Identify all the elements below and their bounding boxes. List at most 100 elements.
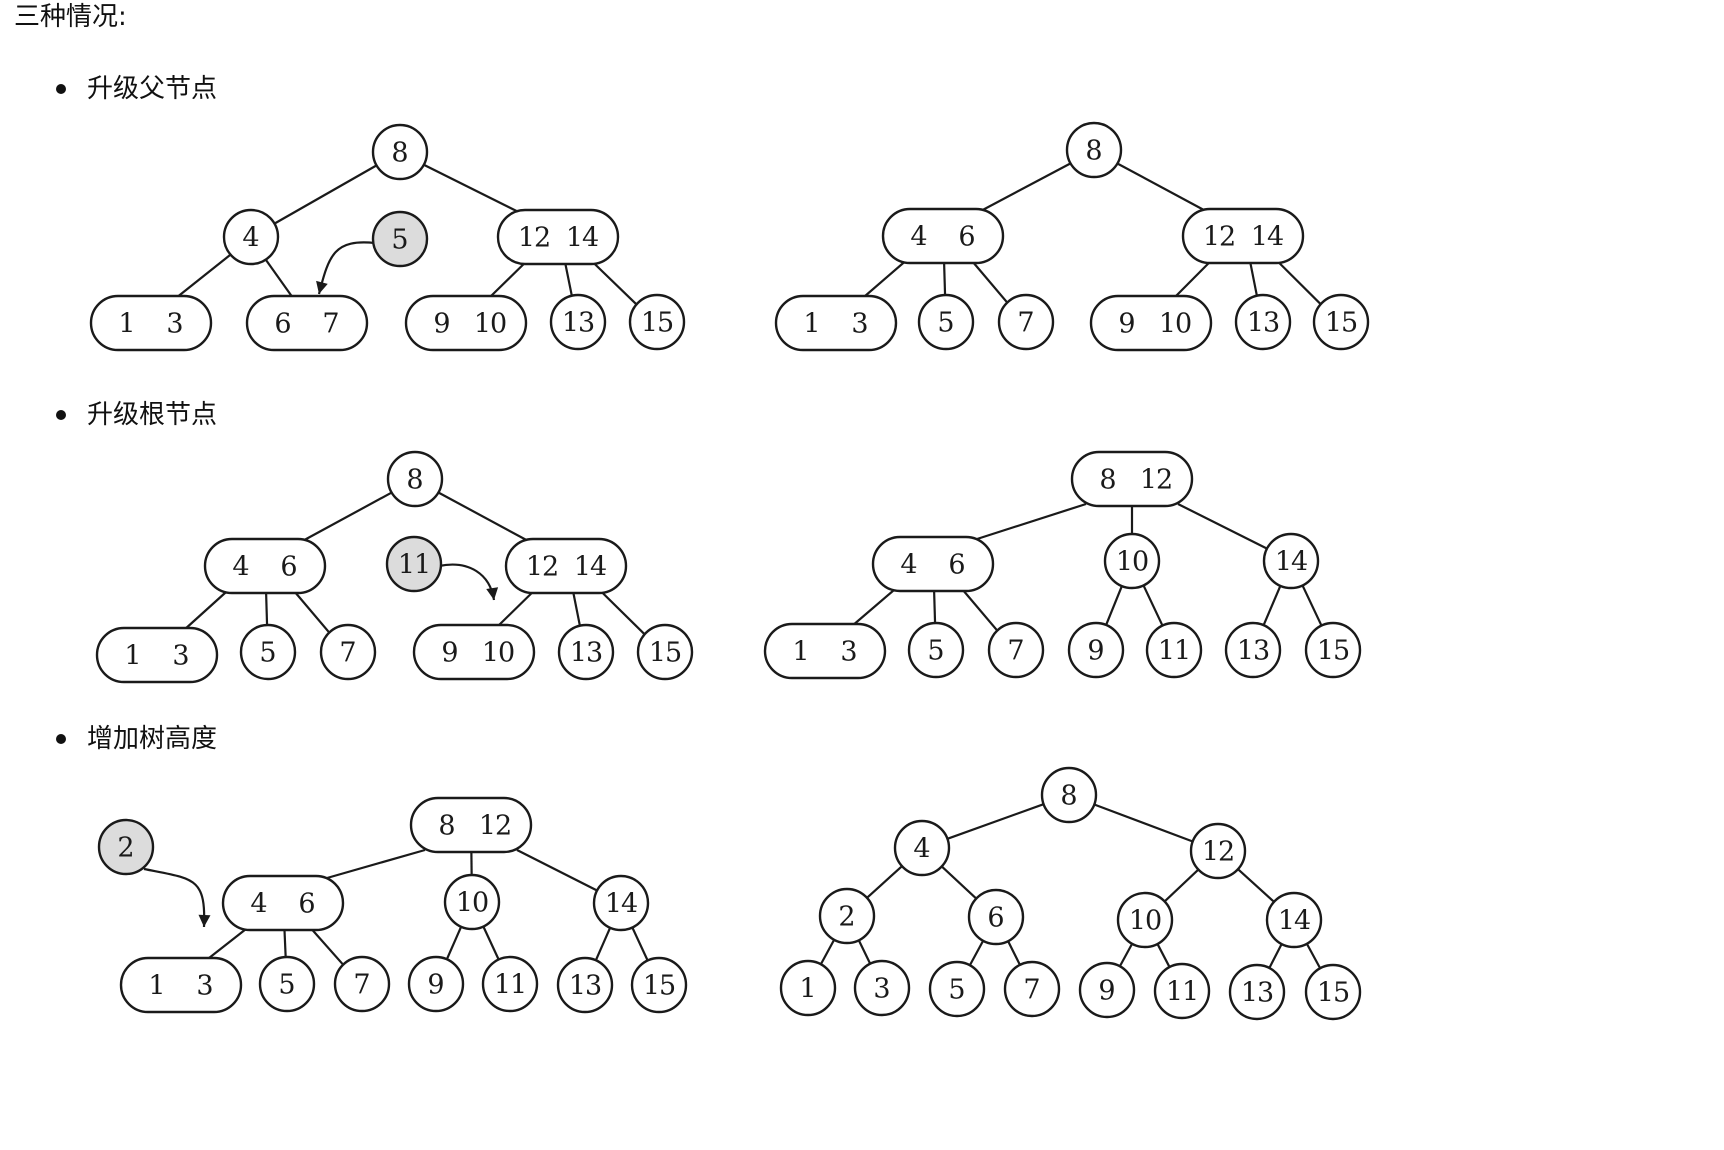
- node-key: 1: [799, 974, 816, 1005]
- tree-node-9: 9: [1078, 961, 1136, 1019]
- tree-edge: [1268, 943, 1283, 969]
- node-pill: [504, 537, 628, 595]
- tree-node-13: 13: [1224, 621, 1282, 679]
- section-label-text: 升级父节点: [87, 74, 218, 104]
- tree-node-7: 7: [987, 621, 1045, 679]
- tree-edge: [183, 590, 228, 631]
- node-key: 6: [958, 222, 975, 253]
- node-key: 14: [566, 223, 598, 254]
- node-key: 10: [1116, 547, 1148, 578]
- node-circle: [407, 955, 465, 1013]
- node-key: 7: [1007, 636, 1024, 667]
- node-key: 12: [1202, 837, 1234, 868]
- node-key: 5: [927, 636, 944, 667]
- node-key: 8: [438, 811, 455, 842]
- bullet-icon: [56, 84, 66, 94]
- node-key: 1: [124, 641, 141, 672]
- tree-node-10: 10: [443, 873, 501, 931]
- tree-edge: [1116, 162, 1207, 212]
- tree-node-5: 5: [371, 210, 429, 268]
- bullet-icon: [56, 410, 66, 420]
- node-key: 12: [1140, 465, 1172, 496]
- node-key: 12: [518, 223, 550, 254]
- tree-edge: [968, 940, 985, 966]
- node-key: 9: [441, 638, 458, 669]
- node-circle: [917, 293, 975, 351]
- node-key: 14: [1275, 547, 1307, 578]
- node-circle: [893, 819, 951, 877]
- node-key: 9: [1087, 636, 1104, 667]
- tree-edge: [283, 927, 287, 958]
- node-circle: [222, 208, 280, 266]
- node-key: 1: [118, 309, 135, 340]
- tree-node-12-14: 12 14: [496, 208, 620, 266]
- tree-edge: [205, 927, 248, 961]
- node-key: 13: [1247, 308, 1279, 339]
- insert-arrow: [438, 563, 496, 601]
- node-pill: [871, 535, 995, 593]
- tree-node-15: 15: [628, 293, 686, 351]
- node-key: 9: [427, 970, 444, 1001]
- tree-node-2: 2: [97, 818, 155, 876]
- tree-edge: [947, 803, 1044, 840]
- tree-edge: [326, 848, 426, 880]
- tree-edge: [496, 590, 535, 628]
- insert-arrow: [143, 867, 206, 928]
- tree-edge: [1093, 803, 1194, 843]
- tree-edge: [1262, 585, 1282, 626]
- node-circle: [549, 293, 607, 351]
- tree-edge: [1301, 584, 1323, 627]
- tree-node-15: 15: [1304, 963, 1362, 1021]
- tree-edge: [594, 927, 612, 961]
- node-circle: [636, 623, 694, 681]
- node-circle: [628, 293, 686, 351]
- section-label-promote-parent: 升级父节点: [56, 72, 217, 106]
- tree-node-13: 13: [1234, 293, 1292, 351]
- tree-edge: [862, 260, 907, 299]
- node-pill: [409, 796, 533, 854]
- node-circle: [987, 621, 1045, 679]
- tree-edge: [1142, 584, 1164, 627]
- node-key: 6: [298, 889, 315, 920]
- tree-edge: [264, 258, 294, 299]
- node-key: 7: [353, 970, 370, 1001]
- tree-node-1: 1: [779, 959, 837, 1017]
- node-key: 1: [148, 971, 165, 1002]
- node-key: 14: [1278, 906, 1310, 937]
- node-key: 8: [391, 138, 408, 169]
- tree-node-10: 10: [1116, 891, 1174, 949]
- node-key: 15: [1317, 636, 1349, 667]
- node-key: 7: [1017, 308, 1034, 339]
- tree-node-13: 13: [556, 956, 614, 1014]
- tree-node-13: 13: [1228, 963, 1286, 1021]
- node-key: 10: [474, 309, 506, 340]
- node-key: 7: [339, 638, 356, 669]
- tree-edge: [1007, 940, 1021, 966]
- node-key: 13: [562, 308, 594, 339]
- node-circle: [1312, 293, 1370, 351]
- node-key: 8: [406, 465, 423, 496]
- tree-edge: [819, 939, 836, 965]
- node-key: 9: [1118, 309, 1135, 340]
- node-circle: [1304, 963, 1362, 1021]
- tree-edge: [482, 926, 500, 960]
- tree-edge: [866, 865, 903, 899]
- tree-edge: [423, 163, 519, 213]
- node-key: 6: [987, 903, 1004, 934]
- arrowhead-icon: [486, 587, 499, 600]
- node-key: 15: [1325, 308, 1357, 339]
- tree-node-4: 4: [893, 819, 951, 877]
- node-circle: [1003, 960, 1061, 1018]
- tree-node-7: 7: [997, 293, 1055, 351]
- node-key: 4: [910, 222, 927, 253]
- node-circle: [1234, 293, 1292, 351]
- tree-edge: [293, 590, 331, 634]
- tree-edge: [1305, 943, 1322, 969]
- tree-edge: [940, 865, 978, 900]
- node-circle: [1224, 621, 1282, 679]
